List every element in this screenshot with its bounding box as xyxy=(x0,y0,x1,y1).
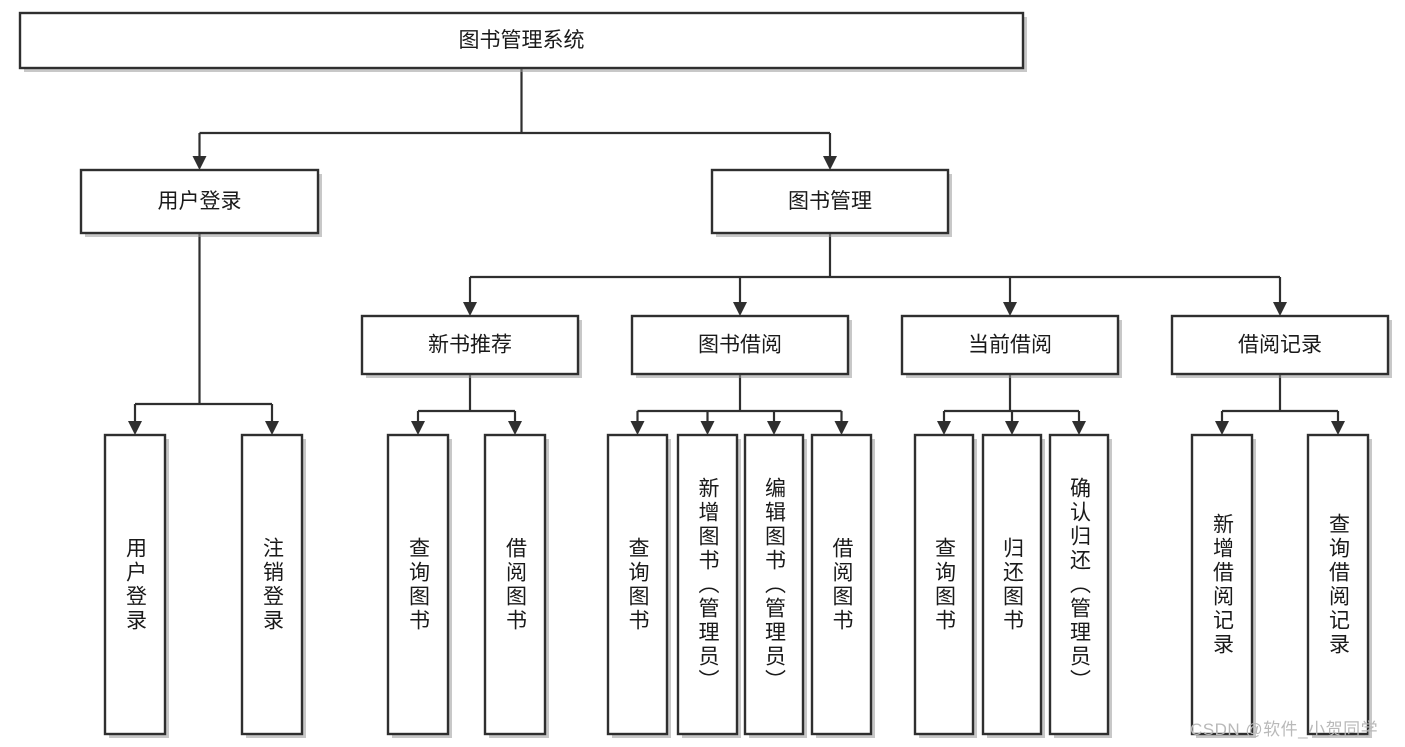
box-layer xyxy=(18,11,1392,738)
arrow-to-current-borrow xyxy=(1003,302,1017,316)
node-box-new-book-recommend[interactable] xyxy=(360,314,580,376)
arrow-to-leaf-user-login xyxy=(128,421,142,435)
node-box-leaf-add-record[interactable] xyxy=(1190,433,1254,736)
arrow-to-leaf-borrow-book-2 xyxy=(834,421,849,435)
arrow-to-new-book-recommend xyxy=(463,302,477,316)
arrow-to-borrow-record xyxy=(1273,302,1287,316)
arrow-to-leaf-query-record xyxy=(1331,421,1345,435)
node-label-root: 图书管理系统 xyxy=(459,29,585,52)
arrow-to-leaf-return-book xyxy=(1005,421,1019,435)
node-box-book-manage[interactable] xyxy=(710,168,950,235)
csdn-watermark: CSDN @软件_小贺同学 xyxy=(1190,720,1379,739)
arrow-to-book-manage xyxy=(823,156,837,170)
node-box-leaf-query-record[interactable] xyxy=(1306,433,1370,736)
connector-layer xyxy=(128,68,1345,435)
node-box-leaf-query-book-1[interactable] xyxy=(386,433,450,736)
node-box-leaf-borrow-book-2[interactable] xyxy=(810,433,873,736)
arrow-to-user-login xyxy=(192,156,207,170)
node-box-leaf-edit-book[interactable] xyxy=(743,433,805,736)
node-box-leaf-user-login[interactable] xyxy=(103,433,167,736)
arrow-to-leaf-edit-book xyxy=(767,421,781,435)
arrow-to-book-borrow xyxy=(733,302,747,316)
node-label-new-book-recommend: 新书推荐 xyxy=(428,334,512,357)
arrow-to-leaf-query-book-1 xyxy=(411,421,425,435)
arrow-to-leaf-query-book-2 xyxy=(630,421,645,435)
node-box-user-login[interactable] xyxy=(79,168,320,235)
node-box-root[interactable] xyxy=(18,11,1025,70)
arrow-to-leaf-confirm-return xyxy=(1072,421,1086,435)
node-box-leaf-confirm-return[interactable] xyxy=(1048,433,1110,736)
node-box-borrow-record[interactable] xyxy=(1170,314,1390,376)
node-label-current-borrow: 当前借阅 xyxy=(968,334,1052,357)
node-label-book-borrow: 图书借阅 xyxy=(698,334,782,357)
node-label-borrow-record: 借阅记录 xyxy=(1238,334,1322,357)
node-box-leaf-logout-login[interactable] xyxy=(240,433,304,736)
node-box-leaf-return-book[interactable] xyxy=(981,433,1043,736)
node-box-book-borrow[interactable] xyxy=(630,314,850,376)
arrow-to-leaf-borrow-book-1 xyxy=(508,421,522,435)
node-box-leaf-borrow-book-1[interactable] xyxy=(483,433,547,736)
node-label-user-login: 用户登录 xyxy=(158,190,242,213)
node-box-leaf-query-book-3[interactable] xyxy=(913,433,975,736)
arrow-to-leaf-add-book xyxy=(700,421,715,435)
node-box-leaf-query-book-2[interactable] xyxy=(606,433,669,736)
arrow-to-leaf-add-record xyxy=(1215,421,1229,435)
node-box-current-borrow[interactable] xyxy=(900,314,1120,376)
arrow-to-leaf-logout-login xyxy=(265,421,279,435)
node-box-leaf-add-book[interactable] xyxy=(676,433,739,736)
node-label-book-manage: 图书管理 xyxy=(788,190,872,213)
arrow-to-leaf-query-book-3 xyxy=(937,421,951,435)
